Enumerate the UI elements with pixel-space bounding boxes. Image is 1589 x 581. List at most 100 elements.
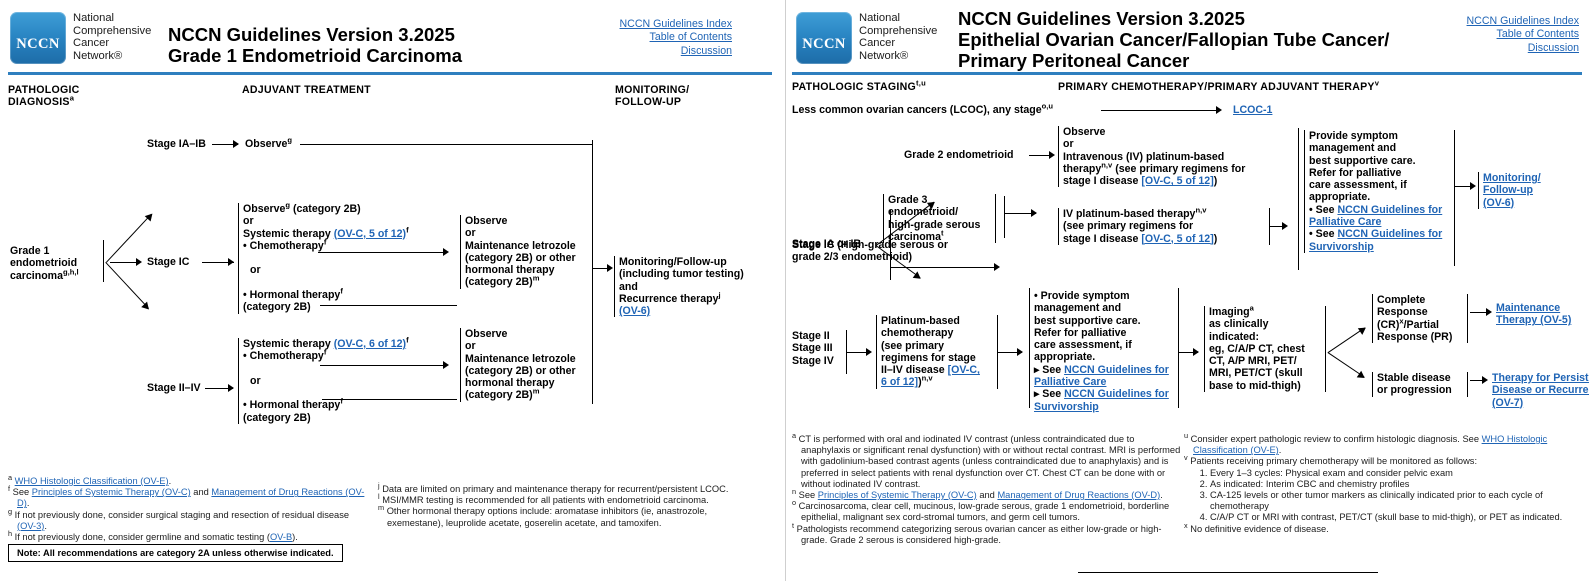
- page-title-left: NCCN Guidelines Version 3.2025 Grade 1 E…: [168, 24, 463, 66]
- link-nccn-guidelines-palliative-care-2[interactable]: NCCN Guidelines for Palliative Care: [1034, 363, 1169, 389]
- link-nccn-guidelines-survivorship-2[interactable]: NCCN Guidelines for Survivorship: [1034, 388, 1169, 413]
- monitoring-line1: Monitoring/Follow-up: [619, 256, 727, 268]
- connector-to-imaging: [1178, 352, 1198, 354]
- arrowhead-stable-persistent: [1482, 376, 1488, 384]
- bar-palliative-bottom-right: [1178, 288, 1180, 408]
- link-maintenance-therapy-ov5[interactable]: Maintenance Therapy (OV-5): [1496, 302, 1572, 327]
- footnote-v: v Patients receiving primary chemotherap…: [1184, 453, 1478, 467]
- header-rule-right: [792, 72, 1582, 75]
- link-who-histologic-classification-right[interactable]: WHO Histologic Classification (OV-E): [1193, 434, 1548, 456]
- link-nccn-guidelines-index-right[interactable]: NCCN Guidelines Index: [1466, 15, 1579, 27]
- connector-ic-hormonal-to-monitor: [320, 305, 457, 307]
- arrowhead-iv-chemo-maint: [443, 361, 449, 369]
- node-stage-ic-detail: Stage IC (High-grade serous or grade 2/3…: [792, 239, 948, 264]
- monitoring-line4: Recurrence therapy: [619, 292, 719, 305]
- node-grade-3-endometrioid: Grade 3 endometrioid/ high-grade serous …: [883, 194, 996, 244]
- connector-palliative-to-monitoring: [1454, 186, 1474, 188]
- box-platinum-chemo: Platinum-based chemotherapy (see primary…: [876, 315, 998, 389]
- link-ov-b[interactable]: OV-B: [269, 532, 293, 543]
- connector-stage-ii-iv-to-box: [205, 388, 233, 390]
- branch-arrow-to-stable: [1327, 352, 1368, 382]
- iv-hormonal-cat2b: (category 2B): [243, 411, 311, 424]
- node-observe-stage-ia-ib: Observeg: [245, 136, 292, 150]
- link-ov-c-6-of-12-a[interactable]: [OV-C,: [947, 364, 980, 377]
- header-links-left: NCCN Guidelines Index Table of Contents …: [512, 18, 732, 58]
- box-imaging: Imaginga as clinically indicated: eg, C/…: [1204, 304, 1326, 393]
- box-stable-disease: Stable disease or progression: [1372, 372, 1468, 397]
- page-title-right: NCCN Guidelines Version 3.2025 Epithelia…: [958, 8, 1390, 71]
- g2-or: or: [1063, 138, 1074, 151]
- iv-or: or: [250, 374, 261, 387]
- box-maintenance-ii-iv: Observe or Maintenance letrozole (catego…: [460, 328, 595, 402]
- ic-chemo-label: • Chemotherapy: [243, 239, 324, 252]
- box-grade2-therapy: Observe or Intravenous (IV) platinum-bas…: [1058, 126, 1302, 188]
- link-monitoring-followup-ov6[interactable]: Monitoring/ Follow-up (OV-6): [1478, 172, 1578, 209]
- link-table-of-contents[interactable]: Table of Contents: [649, 31, 732, 44]
- connector-stable-to-persistent: [1470, 380, 1486, 382]
- link-management-drug-reactions-right[interactable]: Management of Drug Reactions (OV-D): [997, 490, 1161, 501]
- arrowhead-stages-2-4: [866, 348, 872, 356]
- node-diagnosis-label: Grade 1 endometrioid carcinoma: [10, 245, 78, 282]
- footnote-j: j Data are limited on primary and mainte…: [378, 480, 729, 494]
- ic-observe-sup: g: [285, 200, 291, 210]
- arrowhead-imaging: [1193, 348, 1199, 356]
- nccn-logo-mark: NCCN: [16, 36, 60, 52]
- link-principles-systemic-therapy[interactable]: Principles of Systemic Therapy (OV-C): [31, 487, 191, 498]
- link-therapy-persistent-ov7[interactable]: Therapy for Persistent Disease or Recurr…: [1492, 372, 1589, 409]
- link-principles-systemic-therapy-right[interactable]: Principles of Systemic Therapy (OV-C): [817, 490, 977, 501]
- palliative-bottom-text: • Provide symptom management and best su…: [1034, 290, 1141, 364]
- cr-line1: Complete: [1377, 294, 1426, 306]
- connector-iv-hormonal-to-monitor: [322, 399, 457, 401]
- node-stage-ic: Stage IC: [147, 256, 190, 268]
- link-ov-c-6-of-12[interactable]: (OV-C, 6 of 12): [333, 338, 407, 350]
- link-who-histologic-classification[interactable]: WHO Histologic Classification (OV-E): [14, 476, 169, 486]
- header-links-right: NCCN Guidelines Index Table of Contents …: [1359, 15, 1579, 55]
- iv-plat-line3: stage I disease: [1063, 232, 1142, 245]
- iv-hormonal-label: • Hormonal therapy: [243, 399, 341, 412]
- link-discussion[interactable]: Discussion: [680, 44, 732, 57]
- link-discussion-right[interactable]: Discussion: [1527, 41, 1579, 54]
- g2-therapy-sup: n,v: [1101, 160, 1113, 170]
- node-stage-ia-or-ib: Stage IA or IB: [792, 238, 862, 250]
- g2-therapy-tail: (see primary regimens for: [1112, 162, 1246, 175]
- connector-grade3-to-iv: [1004, 213, 1036, 215]
- node-diagnosis: Grade 1 endometrioid carcinomag,h,l: [10, 245, 105, 282]
- arrowhead-stage-ic-iv-box: [994, 263, 1000, 271]
- node-lcoc: Less common ovarian cancers (LCOC), any …: [792, 101, 1054, 116]
- arrowhead-iv-palliative: [1282, 222, 1288, 230]
- footnote-v-item-1: Every 1–3 cycles: Physical exam and cons…: [1210, 468, 1584, 479]
- link-management-drug-reactions[interactable]: Management of Drug Reactions (OV-D): [17, 487, 365, 509]
- link-ov-c-5-of-12-iv[interactable]: [OV-C, 5 of 12]: [1141, 232, 1214, 245]
- maintenance-ic-text: Observe or Maintenance letrozole (catego…: [465, 215, 576, 289]
- link-table-of-contents-right[interactable]: Table of Contents: [1496, 28, 1579, 41]
- page-right: NCCN National Comprehensive Cancer Netwo…: [785, 0, 1589, 581]
- link-nccn-guidelines-palliative-care[interactable]: NCCN Guidelines for Palliative Care: [1309, 203, 1443, 229]
- iv-plat-sup: n,v: [1195, 205, 1207, 215]
- link-nccn-guidelines-survivorship[interactable]: NCCN Guidelines for Survivorship: [1309, 228, 1443, 253]
- connector-ic-chemo-to-maint: [318, 252, 446, 254]
- arrowhead-cr-maintenance: [1486, 308, 1492, 316]
- long-connector-observe-to-monitoring: [300, 144, 592, 146]
- plat-line2: chemotherapy: [881, 327, 954, 340]
- colhead-staging-sup: t,u: [915, 78, 926, 88]
- lcoc-sup: o,u: [1041, 101, 1054, 111]
- link-ov-c-5-of-12[interactable]: (OV-C, 5 of 12): [333, 227, 407, 240]
- iv-hormonal-sup: f: [340, 396, 343, 406]
- colhead-text: PATHOLOGIC DIAGNOSIS: [8, 84, 80, 109]
- link-nccn-guidelines-index[interactable]: NCCN Guidelines Index: [619, 18, 732, 30]
- column-heading-monitoring-followup: MONITORING/ FOLLOW-UP: [615, 84, 690, 109]
- arrowhead-palliative-monitoring: [1470, 182, 1476, 190]
- footnote-a-right: a CT is performed with oral and iodinate…: [792, 430, 1181, 489]
- footnote-v-item-4: C/A/P CT or MRI with contrast, PET/CT (s…: [1210, 512, 1584, 523]
- link-lcoc-1[interactable]: LCOC-1: [1233, 104, 1273, 116]
- imaging-detail: as clinically indicated: eg, C/A/P CT, c…: [1209, 318, 1305, 392]
- footnotes-right-first-column: a CT is performed with oral and iodinate…: [792, 430, 1184, 546]
- link-ov-3[interactable]: (OV-3): [17, 520, 45, 531]
- link-ov-6[interactable]: (OV-6): [619, 305, 651, 318]
- colhead-staging-text: PATHOLOGIC STAGING: [792, 81, 916, 93]
- ic-hormonal-label: • Hormonal therapy: [243, 289, 341, 302]
- colhead-chemo-sup: v: [1374, 78, 1380, 88]
- link-ov-c-5-of-12-right[interactable]: [OV-C, 5 of 12]: [1141, 175, 1214, 188]
- link-ov-c-6-of-12-b[interactable]: 6 of 12]: [881, 376, 919, 389]
- arrowhead-stage-ic-box: [228, 258, 234, 266]
